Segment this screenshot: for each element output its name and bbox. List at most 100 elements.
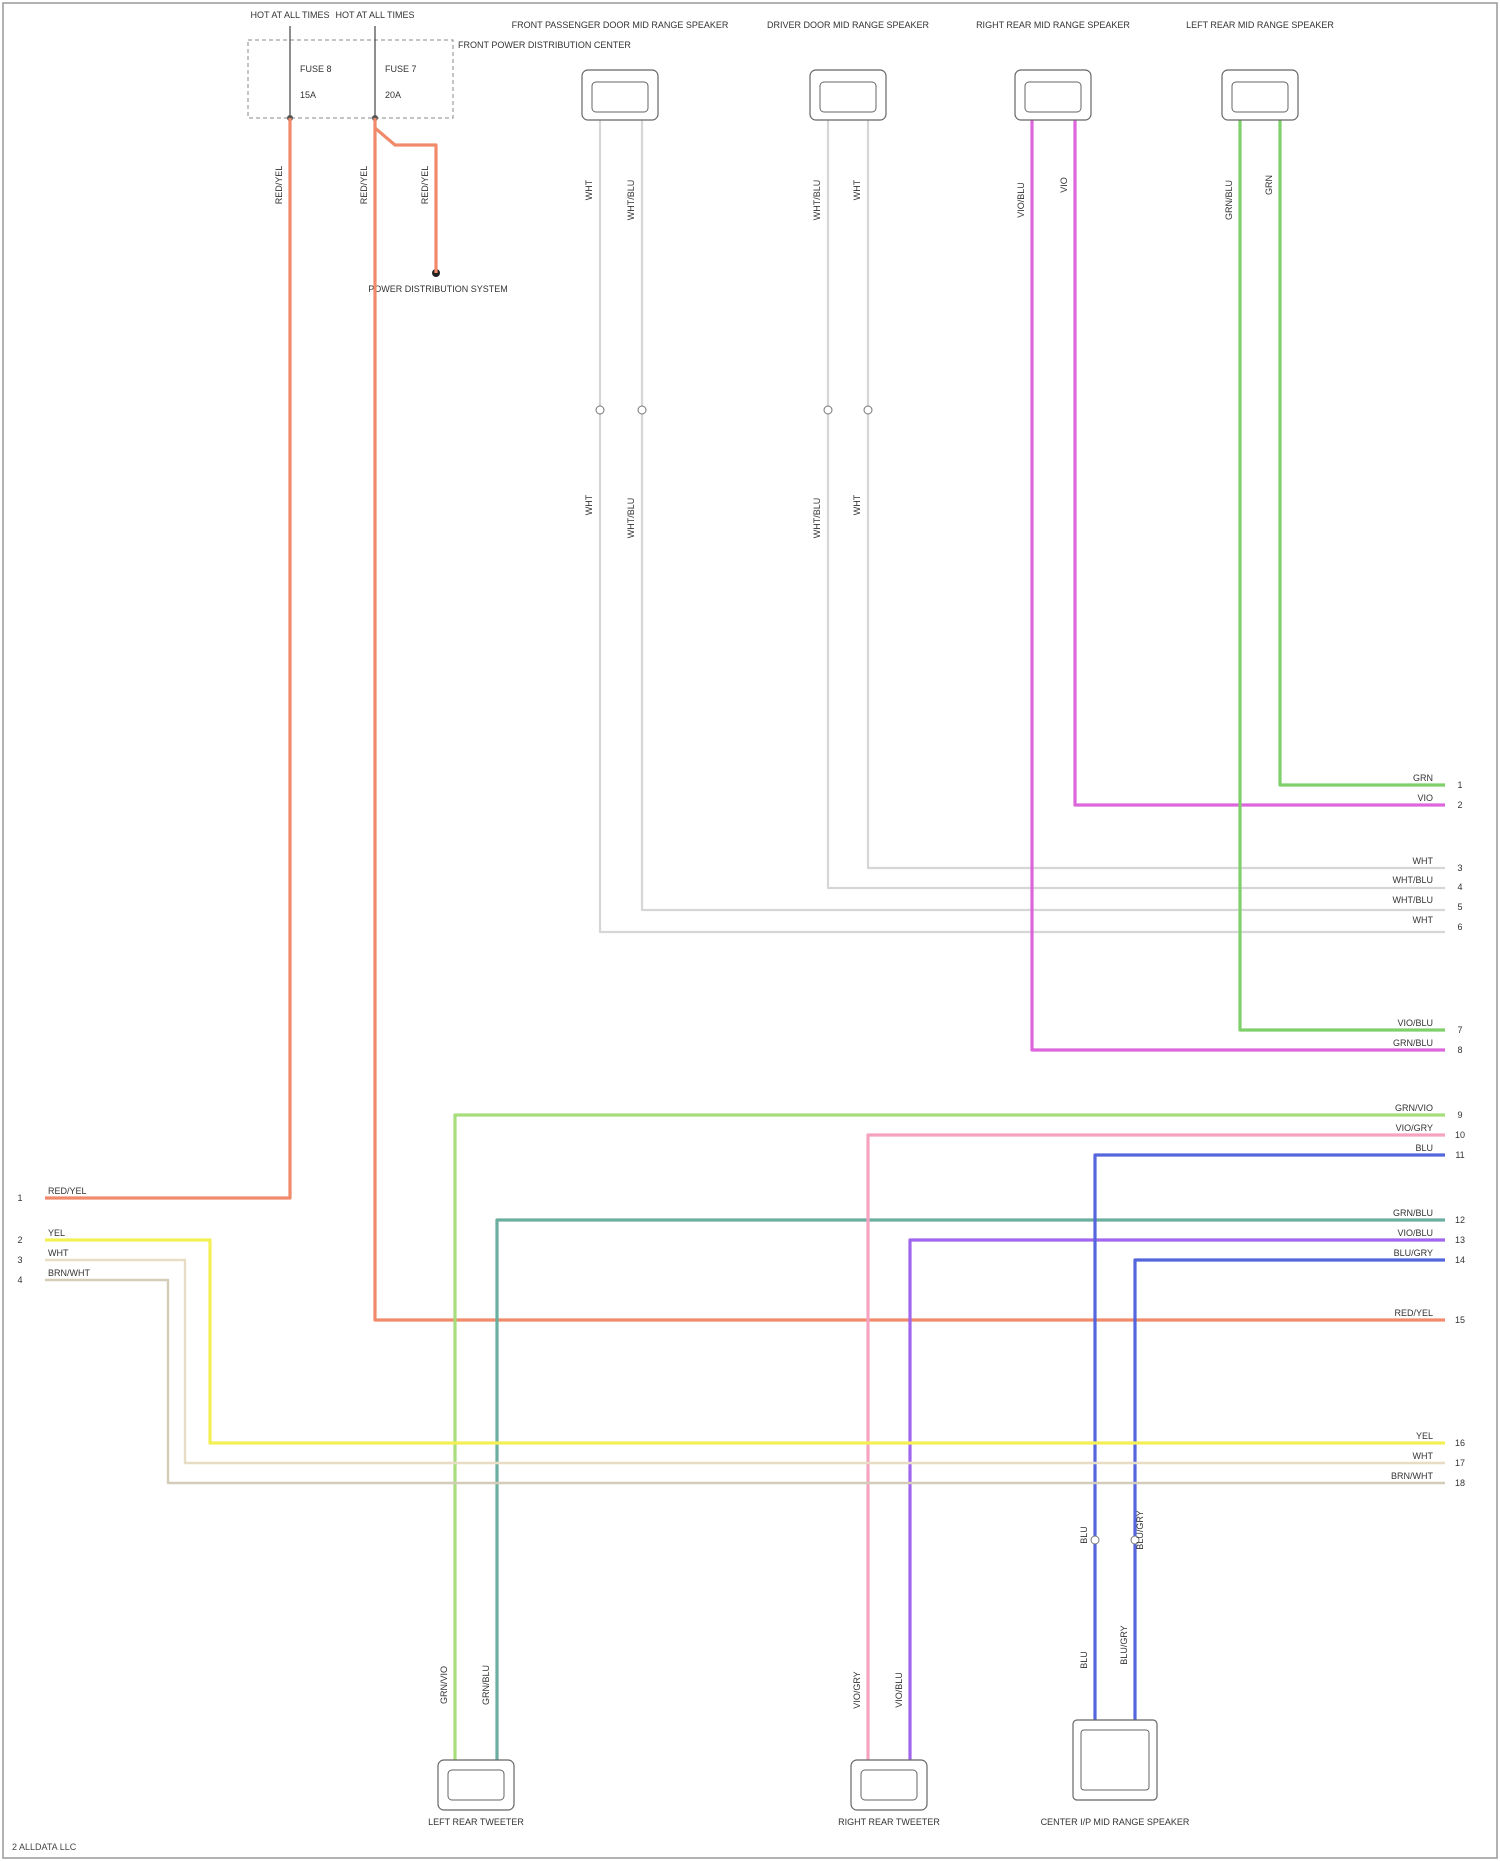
wire-dd-right [868,118,1445,868]
bottom-speaker-3: CENTER I/P MID RANGE SPEAKER [1041,1720,1190,1827]
amp-pin-number: 4 [1457,882,1462,892]
amp-pin-number: 1 [1457,780,1462,790]
label-rr-right: VIO [1059,177,1069,193]
wires [45,118,1445,1760]
top-speaker-label: FRONT PASSENGER DOOR MID RANGE SPEAKER [512,20,729,30]
speaker-body [438,1760,514,1810]
label-dd-right-bot: WHT [852,494,862,515]
left-pin-number: 4 [17,1275,22,1285]
left-pin-wire-label: BRN/WHT [48,1268,90,1278]
wire-rt-left [868,1135,1445,1760]
top-speaker-label: DRIVER DOOR MID RANGE SPEAKER [767,20,930,30]
splice-label: POWER DISTRIBUTION SYSTEM [368,284,508,294]
power-distribution-center: HOT AT ALL TIMES HOT AT ALL TIMES FUSE 8… [248,10,631,294]
copyright-caption: 2 ALLDATA LLC [12,1842,77,1852]
label-dd-left-top: WHT/BLU [812,180,822,221]
amp-pin-wire-label: WHT/BLU [1393,875,1434,885]
amp-pin-number: 2 [1457,800,1462,810]
wire-fp-left [600,118,1445,932]
amp-pin-wire-label: VIO/GRY [1396,1123,1433,1133]
amp-pin-number: 3 [1457,863,1462,873]
top-speaker-3: RIGHT REAR MID RANGE SPEAKER [976,20,1130,120]
speakers: FRONT PASSENGER DOOR MID RANGE SPEAKER DR… [428,20,1334,1827]
fuse-b-label: FUSE 7 [385,64,417,74]
label-dd-right-top: WHT [852,179,862,200]
amp-pin-wire-label: VIO/BLU [1397,1018,1433,1028]
amp-pin-number: 9 [1457,1110,1462,1120]
speaker-body [851,1760,927,1810]
amp-pin-number: 6 [1457,922,1462,932]
amp-pin-wire-label: VIO/BLU [1397,1228,1433,1238]
inline-connector [864,406,872,414]
label-fuse-b-branch: RED/YEL [420,166,430,205]
label-rt-right: VIO/BLU [894,1672,904,1708]
fuse-a-label: FUSE 8 [300,64,332,74]
inline-connector [1091,1536,1099,1544]
left-pin-wire-label: WHT [48,1248,69,1258]
amp-pin-number: 18 [1455,1478,1465,1488]
left-pin-number: 1 [17,1193,22,1203]
label-fuse-a-down: RED/YEL [274,166,284,205]
amp-pin-number: 14 [1455,1255,1465,1265]
wire-lt-right [497,1220,1445,1760]
label-rr-left: VIO/BLU [1016,182,1026,218]
label-fp-right-top: WHT/BLU [626,180,636,221]
bottom-speaker-2: RIGHT REAR TWEETER [838,1760,940,1827]
wire-lr-left [1240,118,1445,1030]
wire-left-wht [45,1260,1445,1463]
wire-lr-right [1280,118,1445,785]
label-fp-left-bot: WHT [584,494,594,515]
label-ct-left: BLU [1079,1526,1089,1544]
bottom-speaker-1: LEFT REAR TWEETER [428,1760,524,1827]
speaker-body [1073,1720,1157,1800]
top-speaker-4: LEFT REAR MID RANGE SPEAKER [1186,20,1334,120]
amp-pin-number: 8 [1457,1045,1462,1055]
label-lr-right: GRN [1264,175,1274,195]
wire-left-yel [45,1240,1445,1443]
amp-pin-wire-label: WHT [1413,856,1434,866]
amp-pin-number: 7 [1457,1025,1462,1035]
amp-pin-number: 5 [1457,902,1462,912]
amp-pin-number: 12 [1455,1215,1465,1225]
label-rt-left: VIO/GRY [852,1671,862,1708]
wire-rt-right [910,1240,1445,1760]
amp-pin-number: 10 [1455,1130,1465,1140]
amp-pin-number: 11 [1455,1150,1464,1160]
label-lt-left: GRN/VIO [439,1666,449,1704]
wire-fuse-a-red [45,118,290,1198]
fuse-a-amp: 15A [300,90,316,100]
wire-dd-left [828,118,1445,888]
label-fuse-b-down: RED/YEL [359,166,369,205]
amp-pin-wire-label: WHT [1413,1451,1434,1461]
wire-left-brn [45,1280,1445,1483]
amp-pin-wire-label: GRN/VIO [1395,1103,1433,1113]
top-speaker-label: RIGHT REAR MID RANGE SPEAKER [976,20,1130,30]
amp-pin-number: 15 [1455,1315,1465,1325]
label-ct-left-low: BLU [1079,1651,1089,1669]
fuse-box-outline [248,40,453,118]
bottom-speaker-label: RIGHT REAR TWEETER [838,1817,940,1827]
fuse-b-hot-label: HOT AT ALL TIMES [335,10,414,20]
bottom-speaker-label: CENTER I/P MID RANGE SPEAKER [1041,1817,1190,1827]
fuse-a-hot-label: HOT AT ALL TIMES [250,10,329,20]
amp-pin-number: 17 [1455,1458,1465,1468]
label-ct-right: BLU/GRY [1135,1510,1145,1549]
top-speaker-1: FRONT PASSENGER DOOR MID RANGE SPEAKER [512,20,729,120]
diagram-frame [3,3,1497,1858]
label-lr-left: GRN/BLU [1224,180,1234,220]
wire-ct-right [1135,1260,1445,1740]
left-pin-number: 3 [17,1255,22,1265]
amp-pin-wire-label: GRN/BLU [1393,1208,1433,1218]
bottom-speaker-label: LEFT REAR TWEETER [428,1817,524,1827]
wire-lt-left [455,1115,1445,1760]
inline-connector [638,406,646,414]
label-ct-right-low: BLU/GRY [1119,1625,1129,1664]
left-pin-number: 2 [17,1235,22,1245]
inline-connector [596,406,604,414]
amp-pin-wire-label: BLU [1415,1143,1433,1153]
wire-fp-right [642,118,1445,910]
amp-pin-number: 16 [1455,1438,1465,1448]
top-speaker-2: DRIVER DOOR MID RANGE SPEAKER [767,20,930,120]
label-fp-left-top: WHT [584,179,594,200]
